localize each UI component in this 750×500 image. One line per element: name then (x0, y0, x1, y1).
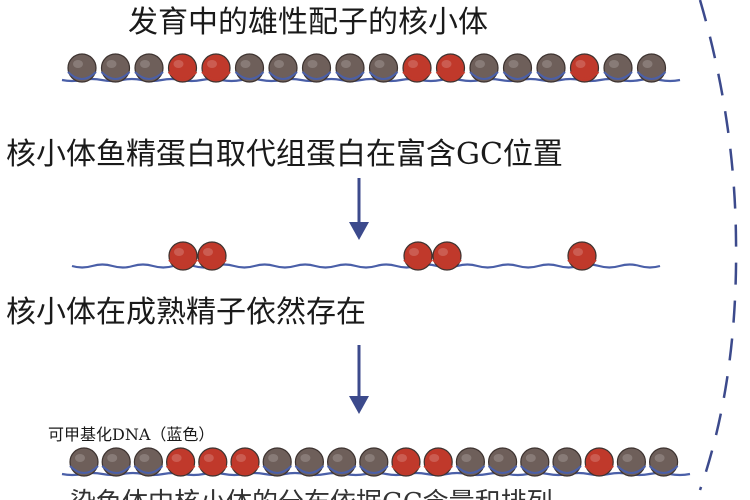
histone-nucleosome (294, 447, 325, 477)
histone-nucleosome (487, 447, 518, 477)
protamine-nucleosome (197, 241, 227, 271)
nucleosome-row-developing (61, 53, 681, 83)
histone-nucleosome (335, 53, 365, 83)
caption-mature-sperm: 核小体在成熟精子依然存在 (6, 295, 366, 330)
nucleosome-row-protamine (71, 241, 661, 271)
protamine-nucleosome (569, 53, 600, 83)
histone-nucleosome (359, 447, 389, 477)
nucleosome-row-methylable (61, 447, 691, 477)
dashed-bracket-curve (698, 0, 738, 491)
protamine-nucleosome (168, 241, 198, 271)
histone-nucleosome (326, 447, 357, 477)
arrow-head (349, 222, 369, 240)
histone-nucleosome (536, 53, 566, 83)
histone-nucleosome (268, 53, 298, 83)
histone-nucleosome (101, 447, 131, 477)
down-arrow-1 (349, 178, 369, 240)
histone-nucleosome (100, 53, 131, 83)
protamine-nucleosome (167, 53, 198, 83)
protamine-nucleosome (201, 53, 231, 83)
histone-nucleosome (455, 447, 486, 477)
protamine-nucleosome (402, 53, 432, 83)
protamine-nucleosome (423, 447, 453, 477)
histone-nucleosome (69, 447, 99, 477)
dashed-arc (698, 0, 738, 491)
histone-nucleosome (636, 53, 667, 83)
histone-nucleosome (469, 53, 499, 83)
protamine-nucleosome (435, 53, 466, 83)
histone-nucleosome (648, 447, 679, 477)
protamine-nucleosome (165, 447, 196, 477)
caption-protamine-replacement: 核小体鱼精蛋白取代组蛋白在富含GC位置 (6, 137, 563, 172)
histone-nucleosome (133, 447, 164, 477)
protamine-nucleosome (230, 447, 260, 477)
histone-nucleosome (134, 53, 164, 83)
histone-nucleosome (368, 53, 399, 83)
down-arrow-2 (349, 345, 369, 414)
caption-developing-nucleosomes: 发育中的雄性配子的核小体 (128, 5, 488, 40)
histone-nucleosome (67, 53, 97, 83)
histone-nucleosome (301, 53, 332, 83)
histone-nucleosome (502, 53, 533, 83)
protamine-nucleosome (198, 447, 228, 477)
protamine-nucleosome (584, 447, 614, 477)
caption-methylable-dna: 可甲基化DNA（蓝色） (48, 425, 215, 444)
protamine-nucleosome (403, 241, 433, 271)
histone-nucleosome (616, 447, 647, 477)
protamine-nucleosome (391, 447, 421, 477)
histone-nucleosome (520, 447, 550, 477)
protamine-nucleosome (432, 241, 462, 271)
caption-bottom-partial: 染色体中核小体的分布依据GC含量和排列 (70, 490, 553, 500)
histone-nucleosome (552, 447, 582, 477)
arrow-head (349, 396, 369, 414)
histone-nucleosome (234, 53, 265, 83)
histone-nucleosome (603, 53, 633, 83)
dna-strand (71, 263, 661, 269)
protamine-nucleosome (567, 241, 597, 271)
histone-nucleosome (262, 447, 292, 477)
